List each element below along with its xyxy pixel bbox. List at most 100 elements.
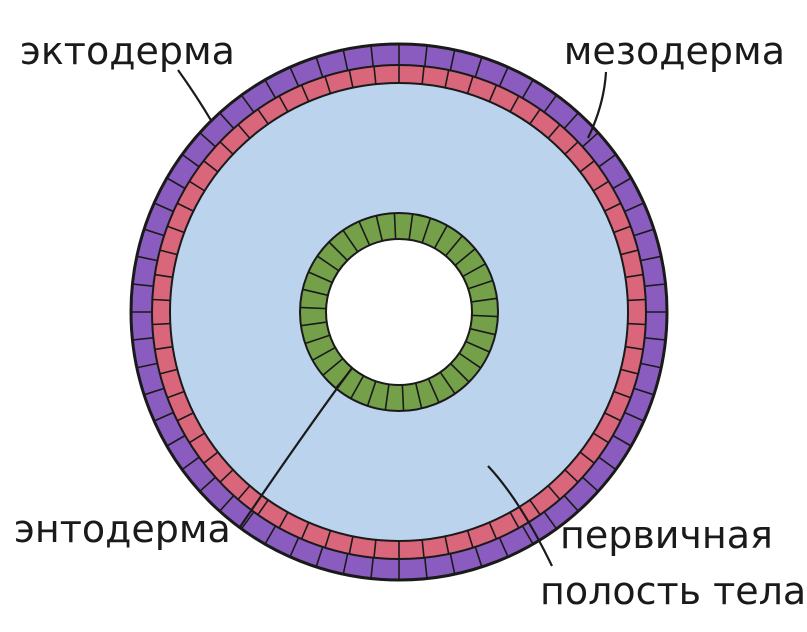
mesoderm-cell-divider [324, 76, 332, 94]
mesoderm-cell-divider [167, 225, 185, 234]
endoderm-cell-divider [328, 241, 348, 261]
mesoderm-cell-divider [237, 124, 251, 139]
ectoderm-cell-divider [543, 94, 558, 113]
endoderm-cell-divider [366, 380, 377, 407]
ectoderm-cell-divider [219, 495, 235, 512]
mesoderm-cell-divider [613, 390, 631, 399]
ectoderm-cell-divider [474, 546, 483, 568]
ectoderm-cell-divider [240, 94, 255, 113]
endoderm-cell-divider [316, 255, 340, 272]
mesoderm-cell-divider [278, 511, 289, 529]
mesoderm-cell-divider [627, 322, 646, 326]
mesoderm-cell-divider [348, 69, 354, 88]
mesoderm-cells [152, 65, 646, 559]
endoderm-cell-divider [350, 375, 365, 399]
endoderm-cell-divider [312, 346, 336, 361]
ectoderm-cell-divider [153, 202, 174, 213]
ectoderm-cell-divider [166, 434, 186, 447]
mesoderm-cell-divider [324, 530, 332, 548]
mesoderm-cell-divider [154, 273, 173, 279]
mesoderm-cell-divider [620, 368, 639, 375]
cavity-label-line1: первичная [560, 513, 773, 557]
mesoderm-cell-divider [592, 180, 610, 192]
mesoderm-cell-divider [257, 108, 269, 125]
mesoderm-cell-divider [300, 522, 310, 540]
ectoderm-cell-divider [181, 153, 200, 168]
ectoderm-cell-divider [449, 49, 456, 71]
endoderm-cell-divider [439, 371, 456, 395]
mesoderm-cell-divider [627, 298, 646, 302]
ectoderm-cell-divider [143, 387, 165, 396]
ectoderm-cell-divider [498, 537, 509, 558]
ectoderm-cell-divider [199, 476, 216, 492]
ectoderm-cell-divider [612, 434, 632, 447]
endoderm-cell-divider [471, 297, 498, 303]
ectoderm-cell-divider [474, 56, 483, 78]
mesoderm-cell-divider [373, 66, 377, 85]
cavity-label-line2: полость тела [540, 569, 806, 613]
mesoderm-cell-divider [152, 298, 171, 302]
ectoderm-cell-divider [424, 45, 428, 67]
ectoderm-cell-divider [264, 525, 277, 545]
ectoderm-cell-divider [315, 56, 324, 78]
ectoderm-cell-divider [132, 283, 154, 287]
mesoderm-cell-divider [547, 124, 561, 139]
mesoderm-cell-divider [219, 469, 234, 483]
ectoderm-cell-divider [498, 66, 509, 87]
endoderm-cell-divider [450, 363, 470, 383]
ectoderm-cell-divider [598, 456, 617, 471]
endoderm-cell-divider [427, 378, 440, 403]
endoderm-cell-divider [304, 334, 331, 345]
ectoderm-cell-divider [563, 112, 579, 129]
ectoderm-cell-divider [563, 495, 579, 512]
endoderm-cell-divider [401, 384, 405, 411]
mesoderm-cell-divider [154, 345, 173, 351]
endoderm-cell-divider [445, 235, 463, 257]
endoderm-cell-divider [384, 384, 390, 411]
ectoderm-leader [177, 69, 213, 123]
endoderm-cell-divider [414, 382, 423, 409]
endoderm-cell-divider [421, 217, 432, 244]
endoderm-cell-divider [393, 213, 397, 240]
mesoderm-cell-divider [167, 390, 185, 399]
mesoderm-cell-divider [278, 95, 289, 113]
mesoderm-cell-divider [529, 499, 541, 516]
mesoderm-cell-divider [348, 536, 354, 555]
mesoderm-cell-divider [564, 469, 579, 483]
ectoderm-cell-divider [370, 45, 374, 67]
ectoderm-cell-divider [582, 476, 599, 492]
ectoderm-cell-divider [132, 337, 154, 341]
endoderm-cell-divider [300, 321, 327, 327]
endoderm-cell-divider [300, 306, 327, 310]
endoderm-leader [239, 367, 353, 528]
mesoderm-cell-divider [219, 141, 234, 155]
ectoderm-cell-divider [424, 557, 428, 579]
mesoderm-cell-divider [509, 95, 520, 113]
mesoderm-cell-divider [373, 539, 377, 558]
mesoderm-cell-divider [625, 273, 644, 279]
mesoderm-cell-divider [421, 66, 425, 85]
mesoderm-cell-divider [625, 345, 644, 351]
ectoderm-cell-divider [640, 255, 662, 262]
endoderm-cell-divider [469, 327, 496, 336]
ectoderm-cell-divider [315, 546, 324, 568]
ectoderm-cell-divider [143, 228, 165, 237]
ectoderm-cell-divider [289, 66, 300, 87]
mesoderm-leader [587, 71, 608, 139]
endoderm-cell-divider [471, 314, 498, 318]
ectoderm-cell-divider [543, 511, 558, 530]
mesoderm-label: мезодерма [564, 29, 785, 73]
mesoderm-cell-divider [176, 412, 194, 422]
ectoderm-cell-divider [449, 553, 456, 575]
ectoderm-cell-divider [136, 255, 158, 262]
mesoderm-cell-divider [152, 322, 171, 326]
mesoderm-cell-divider [529, 108, 541, 125]
gut-lumen [325, 238, 473, 386]
ectoderm-label: эктодерма [20, 29, 235, 73]
mesoderm-cell-divider [176, 202, 194, 212]
mesoderm-cell-divider [466, 530, 474, 548]
mesoderm-cell-divider [203, 160, 219, 173]
mesoderm-cell-divider [466, 76, 474, 94]
mesoderm-cell-divider [444, 69, 450, 88]
mesoderm-cell-divider [592, 432, 610, 444]
